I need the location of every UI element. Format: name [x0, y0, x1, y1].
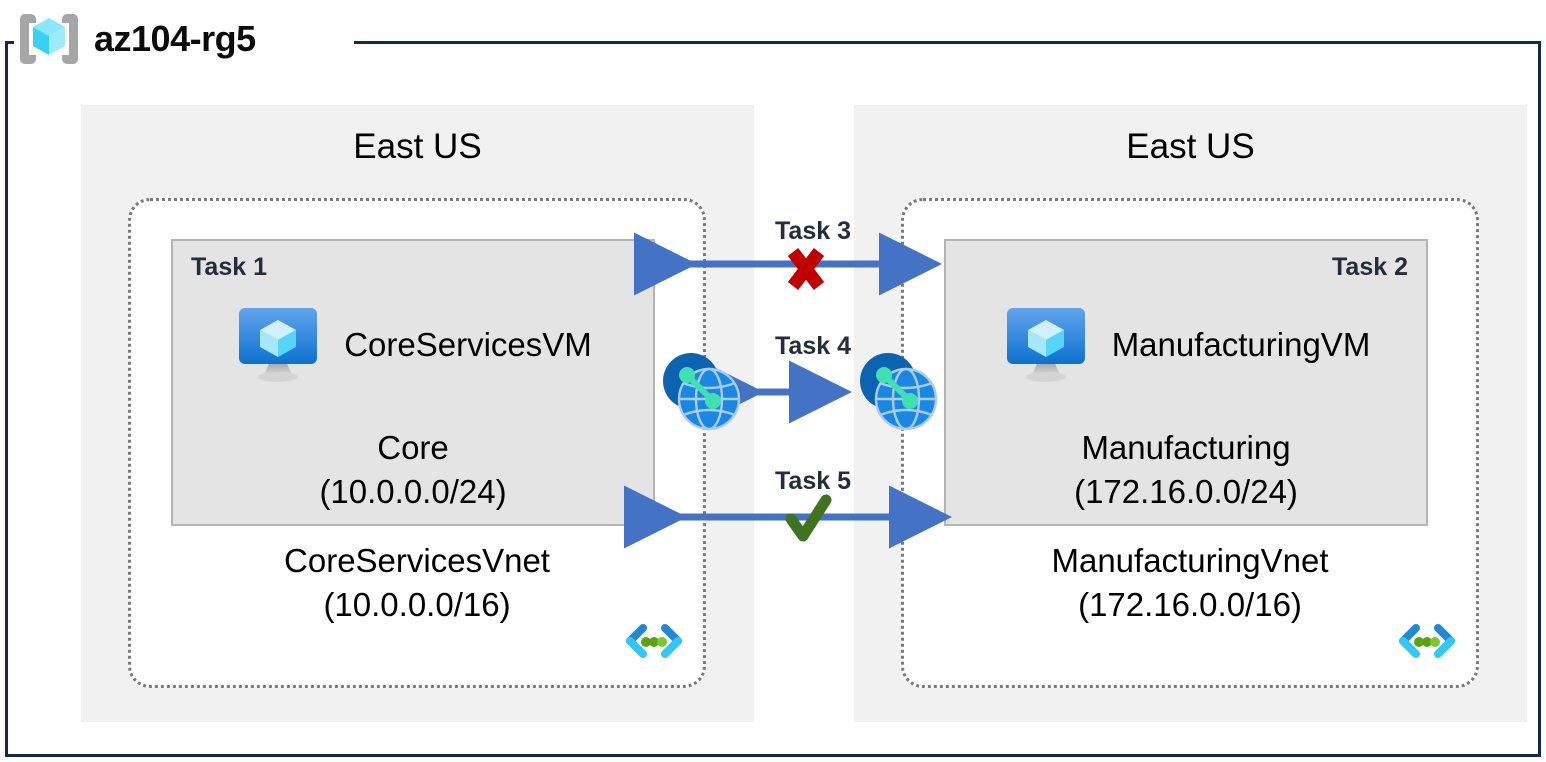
task-tag-1: Task 1	[191, 253, 267, 281]
subnet-box-manufacturing[interactable]: Task 2	[944, 239, 1428, 526]
vm-name-left: CoreServicesVM	[344, 326, 592, 363]
vm-row-right: ManufacturingVM	[946, 303, 1426, 387]
virtual-network-icon	[621, 620, 687, 679]
region-title-left: East US	[353, 127, 482, 166]
resource-group-name: az104-rg5	[94, 18, 256, 59]
resource-group-header: az104-rg5	[18, 8, 256, 70]
task-tag-2: Task 2	[1332, 253, 1408, 281]
subnet-label-left: Core (10.0.0.0/24)	[173, 426, 653, 513]
cube-glyph	[33, 18, 65, 55]
virtual-machine-icon	[234, 303, 322, 387]
connector-label-task5: Task 5	[775, 467, 851, 495]
connector-label-task4: Task 4	[775, 332, 851, 360]
vnet-name-left: CoreServicesVnet	[284, 542, 550, 579]
vm-row-left: CoreServicesVM	[173, 303, 653, 387]
virtual-network-icon	[1394, 620, 1460, 679]
vnet-name-right: ManufacturingVnet	[1051, 542, 1329, 579]
region-panel-right: East US Task 2	[854, 105, 1527, 722]
vnet-cidr-right: (172.16.0.0/16)	[1078, 585, 1302, 623]
vnet-box-coreservicesvnet[interactable]: Task 1	[128, 198, 706, 688]
vnet-label-right: ManufacturingVnet (172.16.0.0/16)	[904, 539, 1476, 627]
subnet-name-left: Core	[377, 429, 449, 466]
subnet-cidr-left: (10.0.0.0/24)	[319, 472, 507, 510]
virtual-machine-icon	[1002, 303, 1090, 387]
region-title-right: East US	[1126, 127, 1255, 166]
subnet-name-right: Manufacturing	[1081, 429, 1291, 466]
subnet-cidr-right: (172.16.0.0/24)	[1074, 472, 1298, 510]
vnet-cidr-left: (10.0.0.0/16)	[323, 585, 511, 623]
subnet-box-core[interactable]: Task 1	[171, 239, 655, 526]
vnet-label-left: CoreServicesVnet (10.0.0.0/16)	[131, 539, 703, 627]
subnet-label-right: Manufacturing (172.16.0.0/24)	[946, 426, 1426, 513]
bracket-left	[20, 14, 36, 64]
resource-group-icon	[18, 10, 80, 68]
bracket-right	[62, 14, 78, 64]
vnet-box-manufacturingvnet[interactable]: Task 2	[901, 198, 1479, 688]
connector-label-task3: Task 3	[775, 217, 851, 245]
vm-name-right: ManufacturingVM	[1111, 326, 1371, 363]
region-panel-left: East US Task 1	[81, 105, 754, 722]
